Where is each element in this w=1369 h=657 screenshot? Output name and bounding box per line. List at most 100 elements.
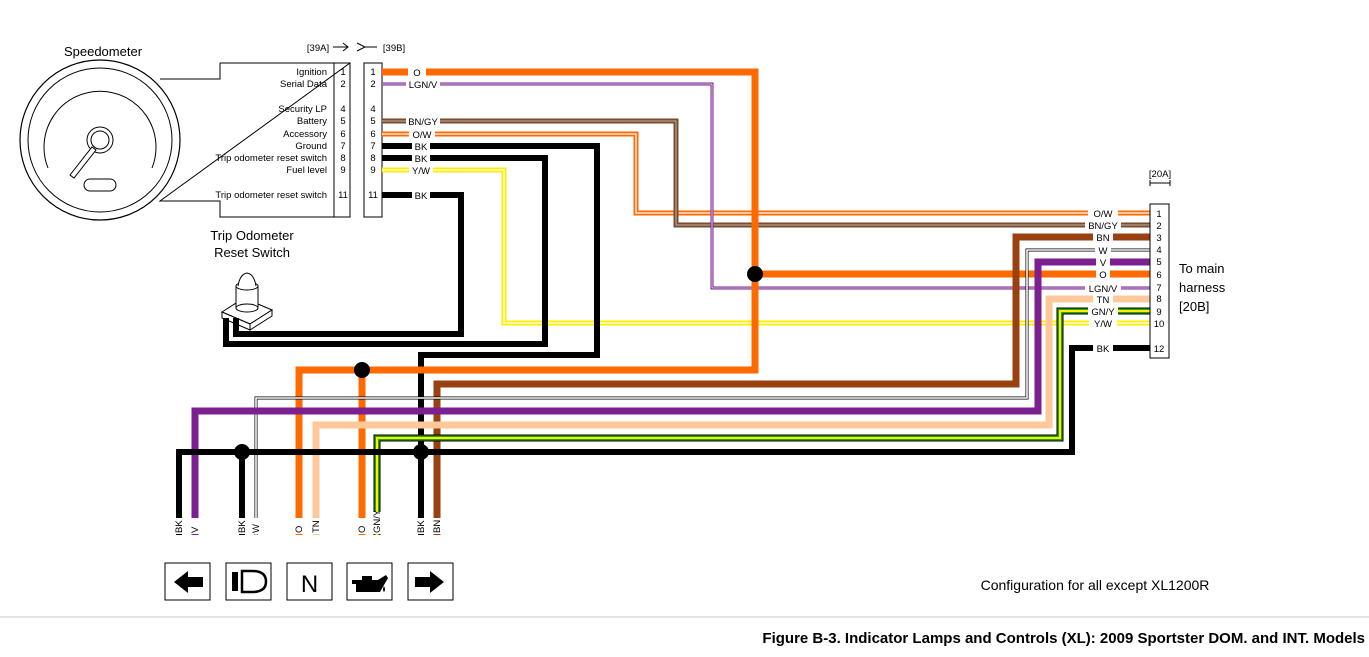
wire-label: LGN/V <box>1089 284 1118 295</box>
signal-pin: 8 <box>340 153 345 164</box>
connector-20a-wire-labels: O/W BN/GY BN W V O LGN/V TN GN/Y Y/W BK <box>1085 208 1121 355</box>
wire-label: BN <box>432 520 443 533</box>
signal-ignition: Ignition <box>296 67 327 78</box>
speedometer-needle <box>69 146 97 179</box>
pin: 10 <box>1154 319 1165 330</box>
connector-39-wire-labels: O LGN/V BN/GY O/W BK BK Y/W BK <box>406 67 440 202</box>
wire-label: O <box>357 526 368 533</box>
wire-label: V <box>190 526 201 533</box>
pin: 3 <box>1156 233 1161 244</box>
connector-39b-label: [39B] <box>383 43 405 54</box>
connector-39a-label: [39A] <box>307 43 329 54</box>
pin: 5 <box>370 116 375 127</box>
signal-pin: 11 <box>338 190 348 201</box>
wire-label: LGN/V <box>409 80 438 91</box>
pin: 4 <box>370 104 375 115</box>
wire-label: BK <box>415 154 428 165</box>
wire-bngy <box>382 118 1150 228</box>
wire-label: BN/GY <box>1088 221 1118 232</box>
wire-label: TN <box>1097 295 1110 306</box>
wire-label: BK <box>415 191 428 202</box>
signal-serial-data: Serial Data <box>280 79 328 90</box>
wire-label: TN <box>311 520 322 533</box>
wire-lgnv <box>382 82 1150 290</box>
signal-security-lp: Security LP <box>278 104 327 115</box>
connector-20a-label: [20A] <box>1149 169 1171 180</box>
wire-label: O <box>413 68 420 79</box>
wire-bn <box>433 233 1150 535</box>
pin: 9 <box>1156 307 1161 318</box>
signal-ground: Ground <box>295 141 327 152</box>
splice-dot <box>234 444 250 460</box>
left-turn-arrow-icon <box>164 562 211 601</box>
pin: 1 <box>370 67 375 78</box>
pin: 2 <box>370 79 375 90</box>
signal-trip-reset-2: Trip odometer reset switch <box>215 190 327 201</box>
wire-bk-trip-2 <box>233 192 464 337</box>
wire-label: BN <box>1096 233 1109 244</box>
signal-pin: 6 <box>340 129 345 140</box>
connector-20a-pins: 1 2 3 4 5 6 7 8 9 10 12 <box>1154 209 1165 355</box>
trip-odometer-reset-switch: Trip Odometer Reset Switch <box>210 228 294 331</box>
figure-caption: Figure B-3. Indicator Lamps and Controls… <box>762 630 1365 647</box>
indicator-lamps: N <box>164 562 454 601</box>
signal-pin: 7 <box>340 141 345 152</box>
pin: 1 <box>1156 209 1161 220</box>
neutral-symbol: N <box>301 571 318 598</box>
signal-pin: 5 <box>340 116 345 127</box>
speedometer: Speedometer Ignition 1 Serial Data 2 Sec… <box>19 44 351 221</box>
push-switch-icon <box>220 272 274 331</box>
wire-label: O/W <box>1094 209 1113 220</box>
harness-label-line1: To main <box>1179 261 1225 276</box>
connector-arrow-icon <box>333 42 377 52</box>
wire-label: BK <box>416 520 427 533</box>
wire-bk-trip <box>223 155 548 347</box>
harness-label-line2: harness <box>1179 280 1226 295</box>
pin: 9 <box>370 165 375 176</box>
pin: 4 <box>1156 245 1161 256</box>
wire-label: GN/Y <box>372 509 383 533</box>
signal-pin: 4 <box>340 104 345 115</box>
lamp-wire-labels: BK V BK W O TN O GN/Y BK BN <box>174 509 443 534</box>
high-beam-icon <box>225 562 272 601</box>
speedometer-signal-list: Ignition 1 Serial Data 2 Security LP 4 B… <box>215 67 348 201</box>
connector-20a: [20A] 1 2 3 4 5 6 7 8 9 10 12 O/W BN/GY … <box>1085 169 1226 359</box>
neutral-icon: N <box>286 562 333 601</box>
connector-39b-pins: 1 2 4 5 6 7 8 9 11 <box>368 67 378 201</box>
signal-battery: Battery <box>297 116 327 127</box>
wire-label: BK <box>415 142 428 153</box>
connector-39: [39A] [39B] 1 2 4 5 6 7 8 9 11 <box>307 42 405 218</box>
wire-bk-ground <box>382 143 600 535</box>
wire-tn <box>312 295 1150 535</box>
pin: 12 <box>1154 344 1165 355</box>
signal-pin: 1 <box>340 67 345 78</box>
wire-label: Y/W <box>1094 319 1112 330</box>
signal-pin: 9 <box>340 165 345 176</box>
wire-label: O/W <box>413 130 432 141</box>
wire-label: Y/W <box>412 166 430 177</box>
odometer-display <box>83 178 117 192</box>
oil-pressure-icon <box>346 562 393 601</box>
wires <box>176 68 1150 535</box>
pin: 11 <box>368 190 378 201</box>
splices <box>234 266 763 460</box>
harness-label-line3: [20B] <box>1179 299 1209 314</box>
pin: 7 <box>370 141 375 152</box>
wire-label: BK <box>237 520 248 533</box>
wire-label: V <box>1100 258 1107 269</box>
wire-label: GN/Y <box>1091 307 1115 318</box>
pin: 6 <box>370 129 375 140</box>
pin: 7 <box>1156 283 1161 294</box>
configuration-note: Configuration for all except XL1200R <box>981 577 1210 593</box>
signal-fuel-level: Fuel level <box>286 165 327 176</box>
trip-switch-label-line2: Reset Switch <box>214 245 290 260</box>
pin: 2 <box>1156 221 1161 232</box>
trip-switch-label-line1: Trip Odometer <box>210 228 294 243</box>
pin: 8 <box>370 153 375 164</box>
signal-pin: 2 <box>340 79 345 90</box>
pin: 5 <box>1156 257 1161 268</box>
speedometer-label: Speedometer <box>64 44 143 59</box>
wire-label: BK <box>1097 344 1110 355</box>
pin: 8 <box>1156 294 1161 305</box>
